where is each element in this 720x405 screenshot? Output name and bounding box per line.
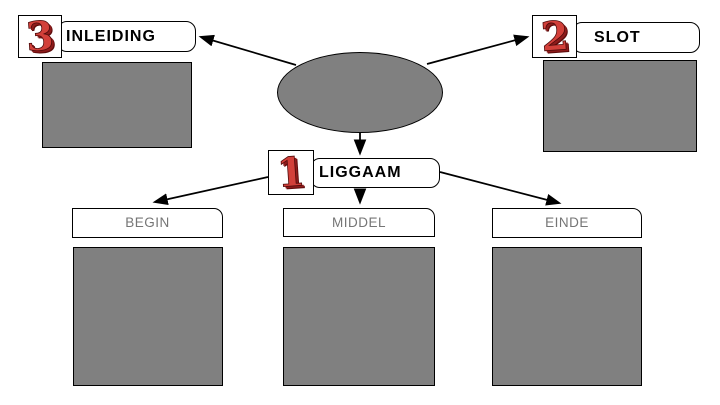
begin-content-placeholder (73, 247, 223, 386)
einde-label-box: EINDE (492, 208, 642, 238)
arrow-liggaam-to-einde (439, 171, 562, 206)
inleiding-label: INLEIDING (66, 27, 156, 45)
slot-number: 2 (538, 11, 571, 61)
middel-label-box: MIDDEL (283, 208, 435, 237)
slot-content-placeholder (543, 60, 697, 152)
einde-content-placeholder (492, 247, 642, 386)
central-ellipse (277, 52, 443, 133)
liggaam-number: 1 (275, 147, 307, 197)
arrow-ellipse-to-inleiding (198, 34, 297, 66)
inleiding-label-box: INLEIDING (57, 21, 196, 52)
middel-content-placeholder (283, 247, 435, 386)
slot-number-box: 2 (532, 11, 577, 61)
arrow-liggaam-to-begin (152, 176, 269, 206)
slot-label: SLOT (594, 28, 641, 46)
einde-label: EINDE (545, 215, 589, 231)
liggaam-label: LIGGAAM (319, 164, 402, 181)
begin-label: BEGIN (125, 215, 170, 231)
inleiding-content-placeholder (42, 62, 192, 148)
inleiding-number-box: 3 (18, 11, 62, 61)
middel-label: MIDDEL (331, 214, 386, 230)
liggaam-label-box: LIGGAAM (310, 158, 440, 188)
liggaam-number-box: 1 (268, 147, 314, 197)
slot-label-box: SLOT (572, 22, 700, 53)
begin-label-box: BEGIN (72, 208, 223, 238)
arrow-ellipse-to-slot (426, 34, 530, 65)
inleiding-number: 3 (24, 11, 56, 61)
